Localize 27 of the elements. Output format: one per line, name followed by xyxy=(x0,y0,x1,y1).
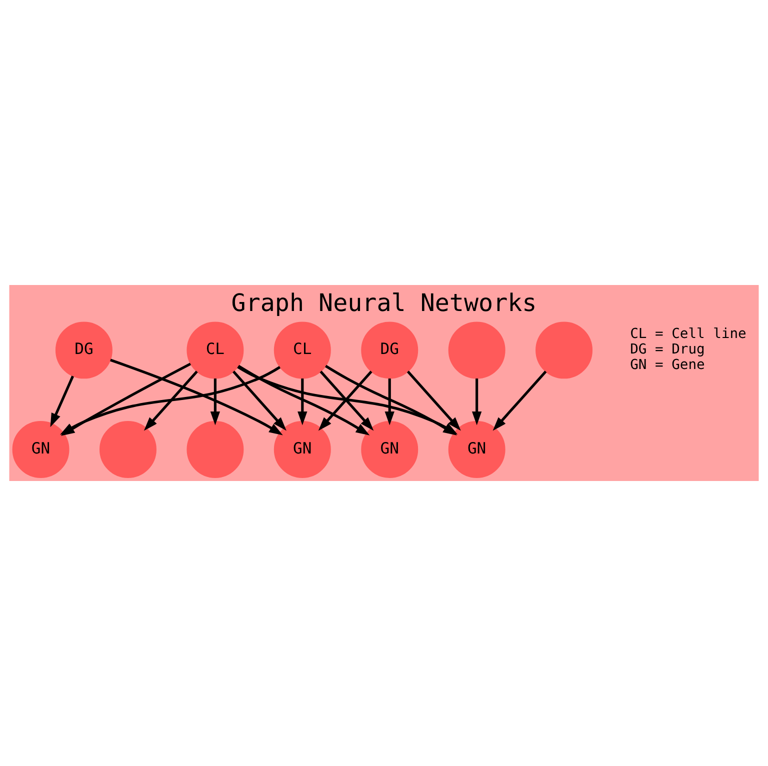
arrow xyxy=(492,370,547,431)
label: DG = Drug xyxy=(630,341,705,358)
label: CL = Cell line xyxy=(630,326,746,342)
node-circle xyxy=(186,421,244,478)
diagram-title: Graph Neural Networks xyxy=(231,289,537,318)
arrow xyxy=(110,358,283,436)
arrow xyxy=(472,378,482,426)
node-circle: GN xyxy=(274,421,331,478)
arrow xyxy=(50,376,74,428)
node-circle xyxy=(536,322,593,379)
node-circle: GN xyxy=(448,421,506,478)
arrow xyxy=(144,370,198,431)
node-circle: CL xyxy=(186,322,244,379)
arrow xyxy=(238,364,370,436)
arrow xyxy=(232,370,286,431)
label: GN = Gene xyxy=(630,357,705,374)
node-circle: GN xyxy=(361,421,418,478)
arrow xyxy=(384,378,394,426)
arrow xyxy=(406,370,461,431)
node-circle: DG xyxy=(55,322,112,379)
arrow xyxy=(210,378,220,426)
arrow xyxy=(298,378,308,426)
node-circle: DG xyxy=(361,322,418,379)
node-circle: CL xyxy=(274,322,331,379)
node-circle: GN xyxy=(12,421,70,478)
node-circle xyxy=(100,421,156,478)
node-circle xyxy=(448,322,506,379)
